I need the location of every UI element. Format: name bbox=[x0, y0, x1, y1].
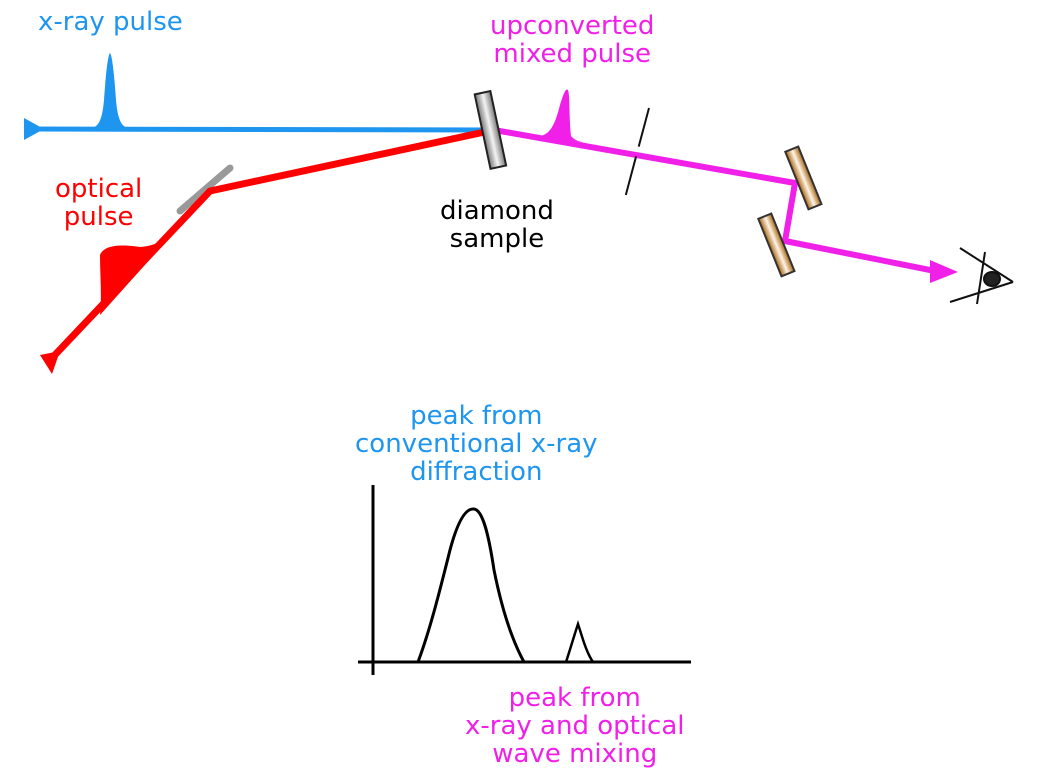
optical-pulse-shape bbox=[100, 237, 170, 315]
xray-pulse-label: x-ray pulse bbox=[38, 7, 183, 37]
filter-slit bbox=[624, 107, 650, 199]
conventional-peak-curve bbox=[416, 507, 526, 663]
optical-mirror bbox=[176, 164, 234, 215]
mixed-beam-arrow-icon bbox=[930, 260, 958, 283]
eye-detector-icon bbox=[949, 247, 1014, 305]
optical-pulse-label: optical pulse bbox=[55, 174, 143, 232]
spectrum-plot bbox=[358, 485, 691, 675]
diamond-sample bbox=[473, 89, 508, 170]
xray-pulse-shape bbox=[88, 53, 132, 129]
upconverted-label: upconverted mixed pulse bbox=[490, 11, 655, 69]
optical-source-arrow-icon bbox=[40, 351, 60, 374]
conventional-peak-label: peak from conventional x-ray diffraction bbox=[355, 401, 598, 487]
optical-beam bbox=[40, 126, 495, 374]
mixed-beam bbox=[493, 89, 958, 283]
mirror-upper bbox=[783, 145, 823, 211]
mirror-lower bbox=[756, 212, 796, 278]
diamond-sample-label: diamond sample bbox=[440, 196, 554, 254]
mixed-pulse-shape bbox=[540, 89, 586, 143]
mixing-peak-label: peak from x-ray and optical wave mixing bbox=[465, 683, 685, 769]
mixing-peak-curve bbox=[564, 620, 595, 663]
xray-beam bbox=[24, 53, 495, 140]
